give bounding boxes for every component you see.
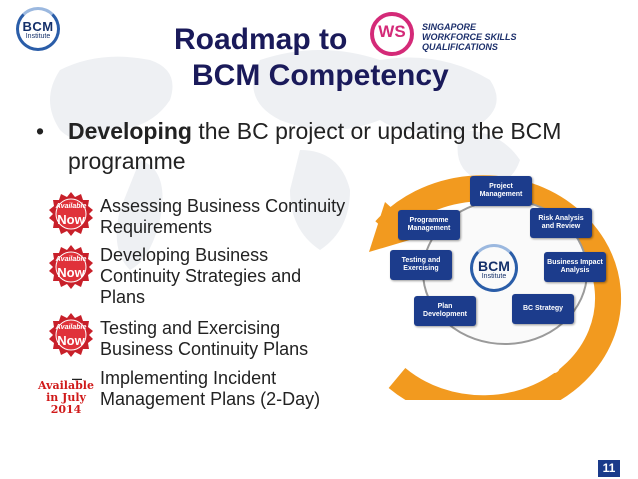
main-bullet: • Developing the BC project or updating … [36, 116, 596, 176]
center-logo-name: BCM [478, 258, 510, 274]
slide-title: Roadmap to BCM Competency [174, 22, 464, 94]
node-bc-strategy: BC Strategy [512, 294, 574, 324]
main-bullet-text: Developing the BC project or updating th… [68, 116, 596, 176]
node-programme-management: Programme Management [398, 210, 460, 240]
logo-name: BCM [22, 19, 54, 34]
bcm-institute-logo: BCM Institute [6, 7, 68, 53]
logo-sub: Institute [25, 33, 51, 40]
center-logo-ring [470, 244, 518, 292]
main-bullet-bold: Developing [68, 118, 192, 144]
ws-line-1: SINGAPORE [422, 22, 477, 32]
sub-bullet-3: Testing and Exercising Business Continui… [100, 318, 309, 359]
note-line-1: Available [38, 379, 94, 392]
seal-icon [49, 245, 93, 289]
available-july-note: Available in July 2014 [36, 380, 96, 416]
sub-bullet-dash: – [72, 368, 83, 388]
center-logo-sub: Institute [481, 273, 507, 280]
node-project-management: Project Management [470, 176, 532, 206]
available-now-badge: Available Now [48, 191, 94, 237]
badge-line-2: Now [57, 265, 85, 280]
badge-line-1: Available [55, 256, 87, 263]
ws-line-2: WORKFORCE SKILLS [422, 32, 517, 42]
node-risk-analysis: Risk Analysis and Review [530, 208, 592, 238]
logo-ring [16, 7, 60, 51]
available-now-badge: Available Now [48, 312, 94, 358]
bullet-dot: • [36, 118, 45, 144]
badge-line-2: Now [57, 212, 85, 227]
badge-line-1: Available [55, 324, 87, 331]
sub-bullet-2: Developing Business Continuity Strategie… [100, 245, 302, 307]
title-line-1: Roadmap to [174, 23, 348, 56]
badge-line-2: Now [57, 333, 85, 348]
seal-icon [49, 313, 93, 357]
node-testing-exercising: Testing and Exercising [390, 250, 452, 280]
note-line-3: 2014 [50, 403, 82, 416]
bcm-lifecycle-diagram: Project Management Risk Analysis and Rev… [384, 172, 638, 396]
available-now-badge: Available Now [48, 244, 94, 290]
center-bcm-logo: BCM Institute [466, 242, 522, 298]
title-line-2: BCM Competency [192, 59, 449, 92]
ws-line-3: QUALIFICATIONS [422, 42, 498, 52]
page-number: 11 [598, 460, 620, 477]
sub-bullet-1: Assessing Business Continuity Requiremen… [100, 196, 346, 237]
sub-bullet-4-text: Implementing Incident Management Plans (… [100, 368, 321, 409]
ws-qualifications-logo: WS SINGAPORE WORKFORCE SKILLS QUALIFICAT… [370, 12, 520, 56]
node-business-impact-analysis: Business Impact Analysis [544, 252, 606, 282]
ws-words: SINGAPORE WORKFORCE SKILLS QUALIFICATION… [422, 22, 517, 52]
node-plan-development: Plan Development [414, 296, 476, 326]
ws-mark: WS [378, 22, 406, 41]
sub-bullet-4: – Implementing Incident Management Plans… [72, 368, 365, 410]
seal-icon [49, 192, 93, 236]
main-bullet-rest: the BC project or updating the BCM progr… [68, 118, 562, 174]
ws-circle [370, 12, 414, 56]
note-line-2: in July [46, 391, 86, 404]
badge-line-1: Available [55, 203, 87, 210]
